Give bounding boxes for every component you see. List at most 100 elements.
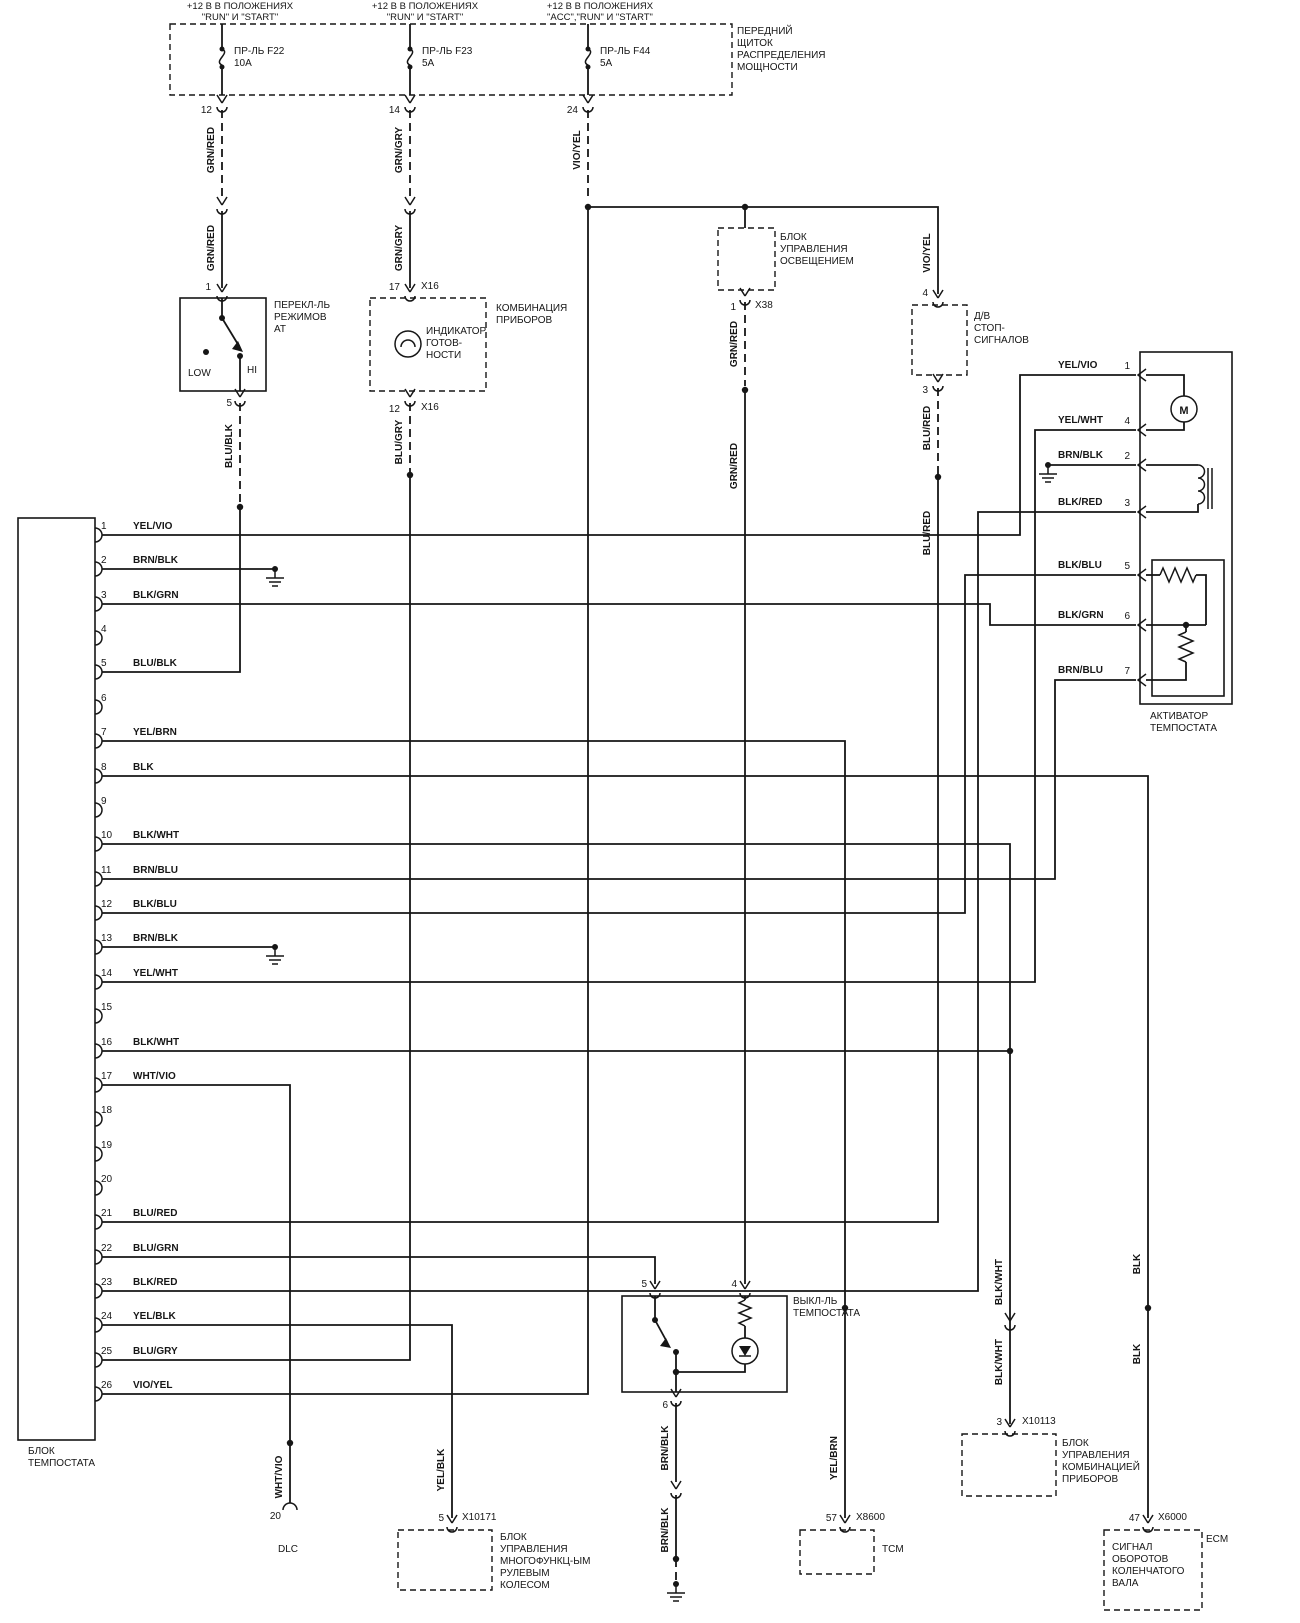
- switch-arm: [221, 317, 240, 347]
- connector-id: X10113: [1022, 1416, 1056, 1427]
- wire-color-label: BLK: [1132, 1253, 1143, 1274]
- at-switch-label: АТ: [274, 324, 286, 335]
- actuator-pin-socket: [1137, 618, 1147, 632]
- wire-segment: [1146, 422, 1185, 431]
- wire-color-label: VIO/YEL: [922, 233, 933, 272]
- pin-number: 5: [226, 398, 232, 409]
- wire-blu-grn-to-cruise-switch: [102, 1256, 656, 1284]
- pin-number: 20: [270, 1511, 282, 1522]
- actuator-pin-wire-label: BRN/BLK: [1058, 450, 1104, 461]
- lamp-filament-icon: [400, 339, 416, 348]
- power-panel-label: ПЕРЕДНИЙ: [737, 24, 793, 37]
- wire-blu-gry-to-module-pin25: [102, 475, 411, 1361]
- splice-dot: [1144, 1304, 1152, 1312]
- dlc-label: DLC: [278, 1544, 298, 1555]
- module-pin-wire-label: BLU/GRN: [133, 1243, 179, 1254]
- module-pin-wire-label: YEL/BRN: [133, 727, 177, 738]
- actuator-pin-wire-label: BRN/BLU: [1058, 665, 1103, 676]
- lighting-control-unit: БЛОК УПРАВЛЕНИЯ ОСВЕЩЕНИЕМ 1 X38 GRN/RED…: [717, 227, 854, 1284]
- actuator-pin-wire-label: BLK/RED: [1058, 497, 1102, 508]
- cruise-switch-label: ВЫКЛ-ЛЬ: [793, 1296, 838, 1307]
- wire-vio-yel-to-module-pin26: [102, 205, 589, 1395]
- module-label: ТЕМПОСТАТА: [28, 1458, 95, 1469]
- wire-color-label: YEL/BLK: [436, 1448, 447, 1492]
- module-pin-wire-label: BLK/GRN: [133, 590, 179, 601]
- feed-f22: +12 В В ПОЛОЖЕНИЯХ "RUN" И "START" ПР-ЛЬ…: [187, 1, 294, 302]
- module-pin-wire-label: YEL/VIO: [133, 521, 173, 532]
- feed-f44: +12 В В ПОЛОЖЕНИЯХ "ACC","RUN" И "START"…: [102, 1, 944, 1395]
- fuse-amp-label: 10A: [234, 58, 252, 69]
- module-pin-number: 1: [101, 521, 107, 532]
- x10113-box: [961, 1433, 1057, 1497]
- pin-number: 14: [389, 105, 401, 116]
- connector-id: X10171: [462, 1512, 497, 1523]
- feed-voltage-label: +12 В В ПОЛОЖЕНИЯХ: [372, 1, 479, 12]
- x10171-label: УПРАВЛЕНИЯ: [500, 1544, 568, 1555]
- indicator-label: ГОТОВ-: [426, 338, 462, 349]
- x10113-cluster-control-unit: BLK/WHT BLK/WHT 3 X10113 БЛОК УПРАВЛЕНИЯ…: [961, 1259, 1140, 1497]
- cruise-switch-label: ТЕМПОСТАТА: [793, 1308, 860, 1319]
- module-pin-wire-label: BLK/WHT: [133, 1037, 179, 1048]
- indicator-label: ИНДИКАТОР: [426, 326, 487, 337]
- module-pin-wire-label: BRN/BLK: [133, 555, 179, 566]
- wire-color-label: BLK/WHT: [994, 1259, 1005, 1305]
- ecm-connector: BLK BLK 47 X6000 ECM СИГНАЛ ОБОРОТОВ КОЛ…: [1103, 1253, 1228, 1611]
- module-label: БЛОК: [28, 1446, 55, 1457]
- switch-arrow-icon: [660, 1338, 671, 1348]
- actuator-box: [1139, 351, 1233, 705]
- cluster-box: [369, 297, 487, 392]
- inline-connector-icon: [582, 94, 594, 113]
- pin-number: 3: [922, 385, 928, 396]
- module-pin-wire-label: YEL/BLK: [133, 1311, 177, 1322]
- power-panel-label: ЩИТОК: [737, 38, 773, 49]
- actuator-pin-number: 4: [1124, 416, 1130, 427]
- actuator-pin-number: 3: [1124, 498, 1130, 509]
- module-pin-wire-label: BLK/RED: [133, 1277, 177, 1288]
- wire-vio-yel-to-stop-switch: [588, 206, 939, 294]
- module-pin-wire-label: BLU/RED: [133, 1208, 177, 1219]
- ground-icon: [666, 1580, 686, 1602]
- ecm-box: [1103, 1529, 1203, 1611]
- fuse-icon: [218, 48, 226, 66]
- module-pin-wire-label: WHT/VIO: [133, 1071, 176, 1082]
- module-pin-number: 18: [101, 1105, 113, 1116]
- x10171-label: МНОГОФУНКЦ-ЫМ: [500, 1556, 590, 1567]
- module-pin-number: 19: [101, 1140, 113, 1151]
- cruise-switch-box: [621, 1295, 788, 1393]
- wire-brn-blu-to-actuator-pin7: [102, 679, 1136, 880]
- fuse-label: ПР-ЛЬ F22: [234, 46, 285, 57]
- coil-core-icon: [1207, 468, 1213, 509]
- actuator-pin-socket: [1137, 458, 1147, 472]
- connector-bracket-icon: [282, 1502, 298, 1511]
- actuator-pin-number: 7: [1124, 666, 1130, 677]
- module-pin-wire-label: BLU/GRY: [133, 1346, 178, 1357]
- fuse-amp-label: 5A: [422, 58, 435, 69]
- light-unit-box: [717, 227, 776, 291]
- power-panel-box: [169, 23, 733, 96]
- wire-color-label: BLU/RED: [922, 406, 933, 450]
- actuator-pin-number: 2: [1124, 451, 1130, 462]
- feed-positions-label: "RUN" И "START": [202, 12, 278, 23]
- x10171-label: КОЛЕСОМ: [500, 1580, 550, 1591]
- actuator-pin-number: 6: [1124, 611, 1130, 622]
- wire-blu-blk-to-module-pin5: [102, 507, 241, 673]
- actuator-pin-number: 1: [1124, 361, 1130, 372]
- x10113-label: БЛОК: [1062, 1438, 1089, 1449]
- wire-blk-grn-to-actuator-pin6: [102, 603, 1136, 626]
- dlc-connector: WHT/VIO 20 DLC: [270, 1455, 298, 1555]
- ecm-signal-label: СИГНАЛ: [1112, 1542, 1153, 1553]
- resistor-icon: [1177, 631, 1195, 663]
- module-pin-wire-label: BLU/BLK: [133, 658, 178, 669]
- wire-color-label: GRN/GRY: [394, 127, 405, 174]
- wire-color-label: BLU/GRY: [394, 419, 405, 464]
- module-pin-number: 22: [101, 1243, 113, 1254]
- tcm-connector: YEL/BRN 57 X8600 TCM: [799, 1436, 904, 1575]
- module-pin-wire-label: BRN/BLU: [133, 865, 178, 876]
- stop-switch-box: [911, 304, 968, 376]
- module-pin-number: 17: [101, 1071, 113, 1082]
- pin-number: 12: [201, 105, 213, 116]
- actuator-pin-socket: [1137, 673, 1147, 687]
- power-panel-label: РАСПРЕДЕЛЕНИЯ: [737, 50, 826, 61]
- inline-connector-icon: [216, 94, 228, 113]
